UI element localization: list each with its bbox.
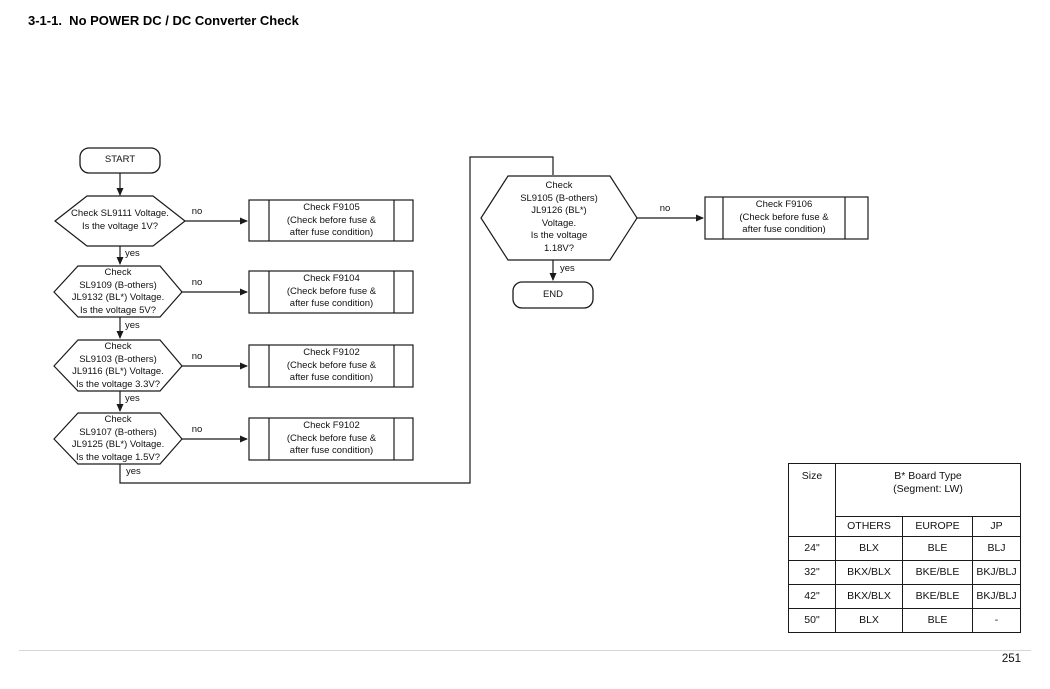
process-5-label: Check F9106 (Check before fuse & after f… — [739, 199, 829, 235]
table-cell: BLX — [835, 536, 903, 561]
table-cell: BLX — [835, 608, 903, 633]
connector-d4-yes-d5 — [119, 156, 554, 484]
table-row: Size B* Board Type (Segment: LW) — [788, 463, 1021, 537]
process-3-label: Check F9102 (Check before fuse & after f… — [286, 347, 377, 383]
decision-5-label: Check SL9105 (B-others) JL9126 (BL*) Vol… — [520, 180, 598, 254]
table-cell: - — [972, 608, 1021, 633]
table-cell: BKX/BLX — [835, 584, 903, 609]
process-4-shape — [248, 417, 414, 461]
edge-label-yes-1: yes — [125, 248, 140, 259]
end-node-label: END — [542, 289, 564, 300]
table-cell: BKE/BLE — [902, 560, 973, 585]
table-cell: 42" — [788, 584, 836, 609]
table-row: 50" BLX BLE - — [788, 608, 1021, 633]
edge-label-no-1: no — [191, 206, 203, 217]
table-cell: BKE/BLE — [902, 584, 973, 609]
table-cell: 50" — [788, 608, 836, 633]
start-node-label: START — [104, 154, 136, 165]
table-header-board-type: B* Board Type (Segment: LW) — [835, 463, 1021, 517]
process-4-label: Check F9102 (Check before fuse & after f… — [286, 420, 377, 456]
table-header-size: Size — [788, 463, 836, 537]
process-2-label: Check F9104 (Check before fuse & after f… — [286, 273, 377, 309]
edge-label-yes-3: yes — [125, 393, 140, 404]
board-type-table: Size B* Board Type (Segment: LW) OTHERS … — [788, 463, 1021, 633]
process-1-label: Check F9105 (Check before fuse & after f… — [286, 202, 377, 238]
process-5-shape — [704, 196, 869, 240]
table-row: 24" BLX BLE BLJ — [788, 536, 1021, 561]
edge-label-no-4: no — [191, 424, 203, 435]
connector-lines — [116, 156, 704, 484]
table-header-jp: JP — [972, 516, 1021, 537]
table-cell: BLE — [902, 608, 973, 633]
process-2-shape — [248, 270, 414, 314]
decision-1-label: Check SL9111 Voltage. Is the voltage 1V? — [71, 208, 169, 232]
edge-label-yes-5: yes — [560, 263, 575, 274]
edge-label-yes-2: yes — [125, 320, 140, 331]
table-row: 32" BKX/BLX BKE/BLE BKJ/BLJ — [788, 560, 1021, 585]
table-header-europe: EUROPE — [902, 516, 973, 537]
table-cell: BKJ/BLJ — [972, 584, 1021, 609]
decision-2-label: Check SL9109 (B-others) JL9132 (BL*) Vol… — [71, 267, 165, 316]
edge-label-yes-4: yes — [126, 466, 141, 477]
page-number: 251 — [1001, 653, 1021, 665]
end-node-shape — [512, 281, 594, 309]
footer-divider — [19, 650, 1031, 651]
process-3-shape — [248, 344, 414, 388]
table-cell: BKJ/BLJ — [972, 560, 1021, 585]
decision-4-label: Check SL9107 (B-others) JL9125 (BL*) Vol… — [71, 414, 165, 463]
process-1-shape — [248, 199, 414, 242]
table-row: 42" BKX/BLX BKE/BLE BKJ/BLJ — [788, 584, 1021, 609]
decision-3-label: Check SL9103 (B-others) JL9116 (BL*) Vol… — [72, 341, 164, 390]
table-header-others: OTHERS — [835, 516, 903, 537]
table-cell: BLE — [902, 536, 973, 561]
table-cell: BKX/BLX — [835, 560, 903, 585]
table-cell: 24" — [788, 536, 836, 561]
table-cell: BLJ — [972, 536, 1021, 561]
page-title: 3-1-1. No POWER DC / DC Converter Check — [28, 13, 299, 28]
table-cell: 32" — [788, 560, 836, 585]
edge-label-no-2: no — [191, 277, 203, 288]
edge-label-no-5: no — [659, 203, 671, 214]
edge-label-no-3: no — [191, 351, 203, 362]
